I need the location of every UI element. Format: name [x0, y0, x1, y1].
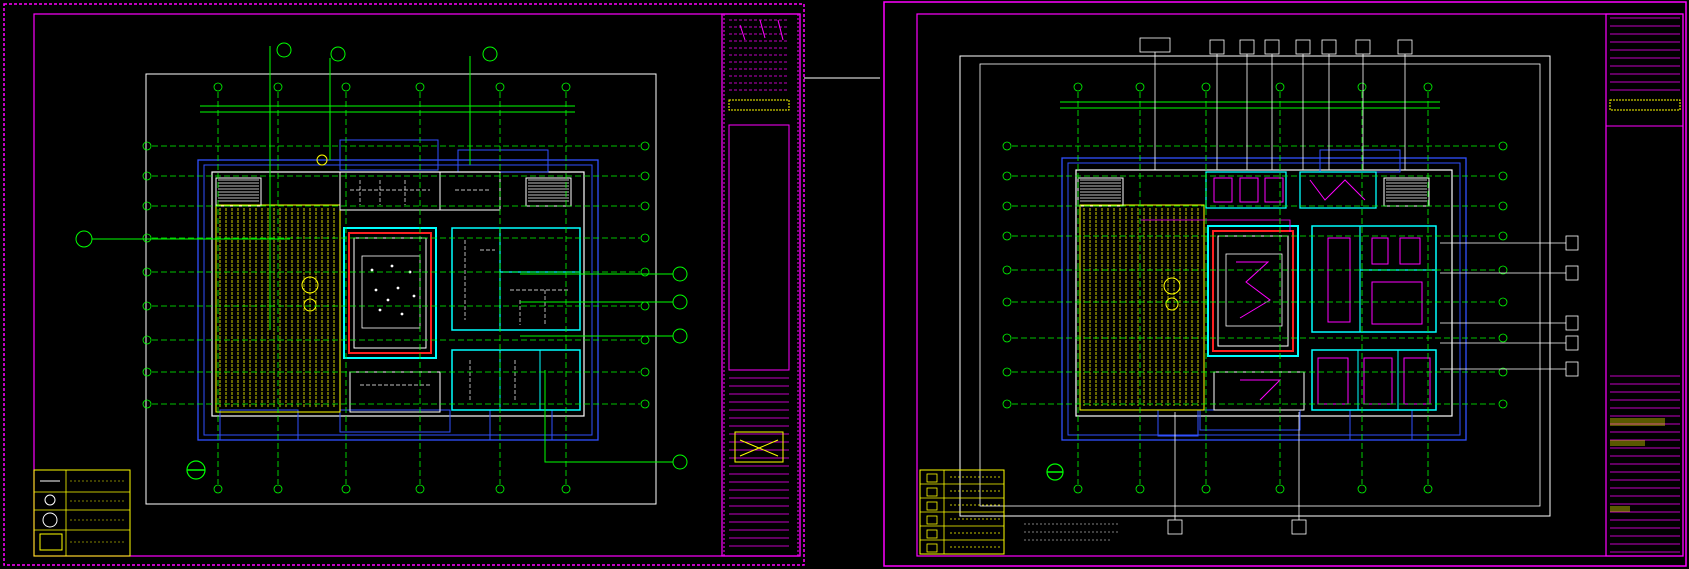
downlight-dot: [396, 286, 400, 290]
axis-bubble-icon: [213, 484, 223, 494]
title-block-stamp: [734, 431, 784, 463]
axis-bubble-icon: [640, 233, 650, 243]
downlight-dot: [374, 288, 378, 292]
downlight-dot: [386, 298, 390, 302]
axis-bubble-icon: [415, 484, 425, 494]
axis-bubble-icon: [273, 82, 283, 92]
legend-symbol: [926, 543, 938, 553]
axis-bubble-icon: [1498, 333, 1508, 343]
axis-bubble-icon: [1201, 484, 1211, 494]
sheet-right-notes: [1024, 515, 1120, 541]
sheet-right-outer-frame: [883, 1, 1687, 567]
downlight-dot: [390, 264, 394, 268]
sheet-left-dimension-top: [200, 105, 575, 113]
axis-bubble-icon: [1498, 399, 1508, 409]
axis-bubble-icon: [1275, 484, 1285, 494]
sheet-left-callouts: [75, 42, 688, 470]
axis-bubble-icon: [142, 233, 152, 243]
axis-bubble-icon: [142, 335, 152, 345]
sheet-left-outer-frame: [3, 3, 805, 566]
downlight-dot: [408, 270, 412, 274]
sheet-left-legend: [33, 469, 131, 557]
axis-bubble-icon: [142, 201, 152, 211]
sheet-left: [3, 3, 805, 566]
axis-bubble-icon: [640, 201, 650, 211]
axis-bubble-icon: [1498, 141, 1508, 151]
axis-bubble-icon: [273, 484, 283, 494]
sheet-left-viewport-frame: [145, 73, 657, 505]
section-marker-icon: [276, 42, 292, 58]
axis-bubble-icon: [1135, 82, 1145, 92]
axis-bubble-icon: [1073, 82, 1083, 92]
axis-bubble-icon: [1498, 367, 1508, 377]
axis-bubble-icon: [1002, 297, 1012, 307]
axis-bubble-icon: [142, 301, 152, 311]
sheet-right-axis-grid: [1002, 82, 1508, 494]
sheet-right-title-block: [1605, 13, 1684, 557]
circle-symbol-icon: [44, 494, 56, 506]
axis-bubble-icon: [1073, 484, 1083, 494]
legend-symbol: [926, 529, 938, 539]
sheet-right: [883, 1, 1687, 567]
section-marker-icon: [482, 46, 498, 62]
axis-bubble-icon: [561, 82, 571, 92]
axis-bubble-icon: [1002, 201, 1012, 211]
axis-bubble-icon: [142, 141, 152, 151]
axis-bubble-icon: [142, 171, 152, 181]
downlight-dot: [400, 312, 404, 316]
sheet-left-axis-grid: [142, 82, 650, 494]
axis-bubble-icon: [1498, 297, 1508, 307]
axis-bubble-icon: [495, 82, 505, 92]
section-marker-icon: [330, 46, 346, 62]
axis-bubble-icon: [1357, 484, 1367, 494]
axis-bubble-icon: [1002, 141, 1012, 151]
axis-bubble-icon: [495, 484, 505, 494]
axis-bubble-icon: [1357, 82, 1367, 92]
sheet-right-device-callouts: [1139, 37, 1579, 535]
axis-bubble-icon: [1423, 484, 1433, 494]
axis-bubble-icon: [142, 399, 152, 409]
sheet-left-floor-plan: [197, 139, 599, 441]
axis-bubble-icon: [1498, 265, 1508, 275]
axis-bubble-icon: [1498, 231, 1508, 241]
north-arrow-icon: [1046, 463, 1064, 481]
legend-symbol: [926, 515, 938, 525]
legend-symbol: [926, 487, 938, 497]
axis-bubble-icon: [1135, 484, 1145, 494]
sheet-right-dimension-top: [1060, 101, 1440, 109]
axis-bubble-icon: [1498, 171, 1508, 181]
legend-symbol: [926, 501, 938, 511]
downlight-dot: [370, 268, 374, 272]
axis-bubble-icon: [1423, 82, 1433, 92]
sheet-right-viewport-frame: [959, 55, 1551, 517]
axis-bubble-icon: [1275, 82, 1285, 92]
axis-bubble-icon: [142, 367, 152, 377]
axis-bubble-icon: [640, 367, 650, 377]
axis-bubble-icon: [341, 484, 351, 494]
north-arrow-icon: [186, 460, 206, 480]
axis-bubble-icon: [561, 484, 571, 494]
axis-bubble-icon: [640, 399, 650, 409]
axis-bubble-icon: [640, 141, 650, 151]
downlight-dot: [412, 294, 416, 298]
axis-bubble-icon: [1201, 82, 1211, 92]
axis-bubble-icon: [1002, 333, 1012, 343]
axis-bubble-icon: [1002, 399, 1012, 409]
axis-bubble-icon: [142, 267, 152, 277]
axis-bubble-icon: [1002, 265, 1012, 275]
axis-bubble-icon: [1002, 171, 1012, 181]
sheet-left-title-block: [721, 13, 801, 557]
sheet-right-legend: [919, 469, 1005, 555]
axis-bubble-icon: [1498, 201, 1508, 211]
legend-symbol: [926, 473, 938, 483]
axis-bubble-icon: [640, 267, 650, 277]
axis-bubble-icon: [1002, 367, 1012, 377]
axis-bubble-icon: [213, 82, 223, 92]
axis-bubble-icon: [1002, 231, 1012, 241]
axis-bubble-icon: [341, 82, 351, 92]
axis-bubble-icon: [640, 171, 650, 181]
downlight-dot: [378, 308, 382, 312]
axis-bubble-icon: [415, 82, 425, 92]
